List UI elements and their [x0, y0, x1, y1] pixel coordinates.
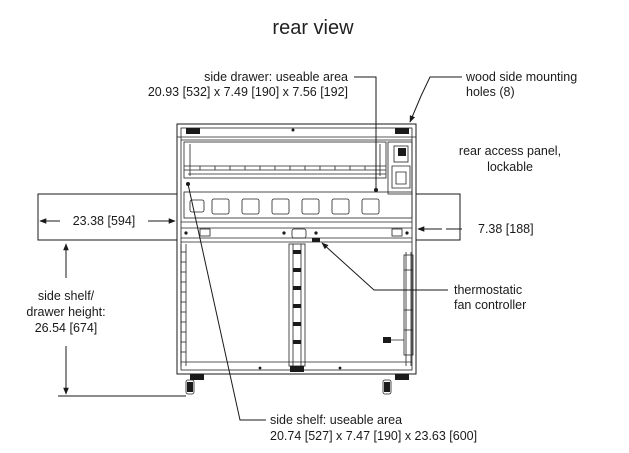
- thermo-line2: fan controller: [454, 298, 526, 312]
- side-drawer-line1: side drawer: useable area: [204, 70, 348, 84]
- wood-mount-line2: holes (8): [466, 85, 515, 99]
- thermo-callout: thermostatic fan controller: [321, 242, 526, 312]
- wood-mount-callout: wood side mounting holes (8): [409, 70, 577, 123]
- height-label-line1: side shelf/: [38, 289, 95, 303]
- right-shelf-outline: [416, 193, 461, 241]
- thermo-line1: thermostatic: [454, 283, 522, 297]
- right-width-dimension: 7.38 [188]: [417, 222, 534, 236]
- side-shelf-line1: side shelf: useable area: [270, 413, 402, 427]
- height-label-line2: drawer height:: [26, 305, 105, 319]
- left-width-label: 23.38 [594]: [73, 214, 136, 228]
- left-rack: [180, 244, 187, 366]
- side-shelf-line2: 20.74 [527] x 7.47 [190] x 23.63 [600]: [270, 429, 477, 443]
- side-shelf-callout: side shelf: useable area 20.74 [527] x 7…: [186, 182, 477, 443]
- center-column: [288, 243, 306, 367]
- left-width-dimension: 23.38 [594]: [39, 214, 176, 228]
- rear-panel-line1: rear access panel,: [459, 144, 561, 158]
- left-shelf-outline: [37, 193, 177, 241]
- side-drawer-callout: side drawer: useable area 20.93 [532] x …: [148, 70, 378, 192]
- height-label-line3: 26.54 [674]: [35, 321, 98, 335]
- right-rack: [383, 252, 414, 366]
- diagram-title: rear view: [272, 17, 354, 39]
- vent-cutouts: [189, 198, 380, 215]
- cabinet-drawing: [176, 123, 417, 395]
- fan-controller: [312, 238, 320, 242]
- drawer-rail-ticks: [199, 166, 366, 170]
- right-caster: [382, 374, 409, 395]
- rear-panel-line2: lockable: [487, 160, 533, 174]
- right-width-label: 7.38 [188]: [478, 222, 534, 236]
- rear-panel-callout: rear access panel, lockable: [459, 144, 561, 174]
- side-drawer-line2: 20.93 [532] x 7.49 [190] x 7.56 [192]: [148, 85, 348, 99]
- left-caster: [185, 374, 204, 395]
- height-dimension: side shelf/ drawer height: 26.54 [674]: [26, 243, 186, 397]
- wood-mount-line1: wood side mounting: [465, 70, 577, 84]
- rear-access-panel: [387, 141, 413, 195]
